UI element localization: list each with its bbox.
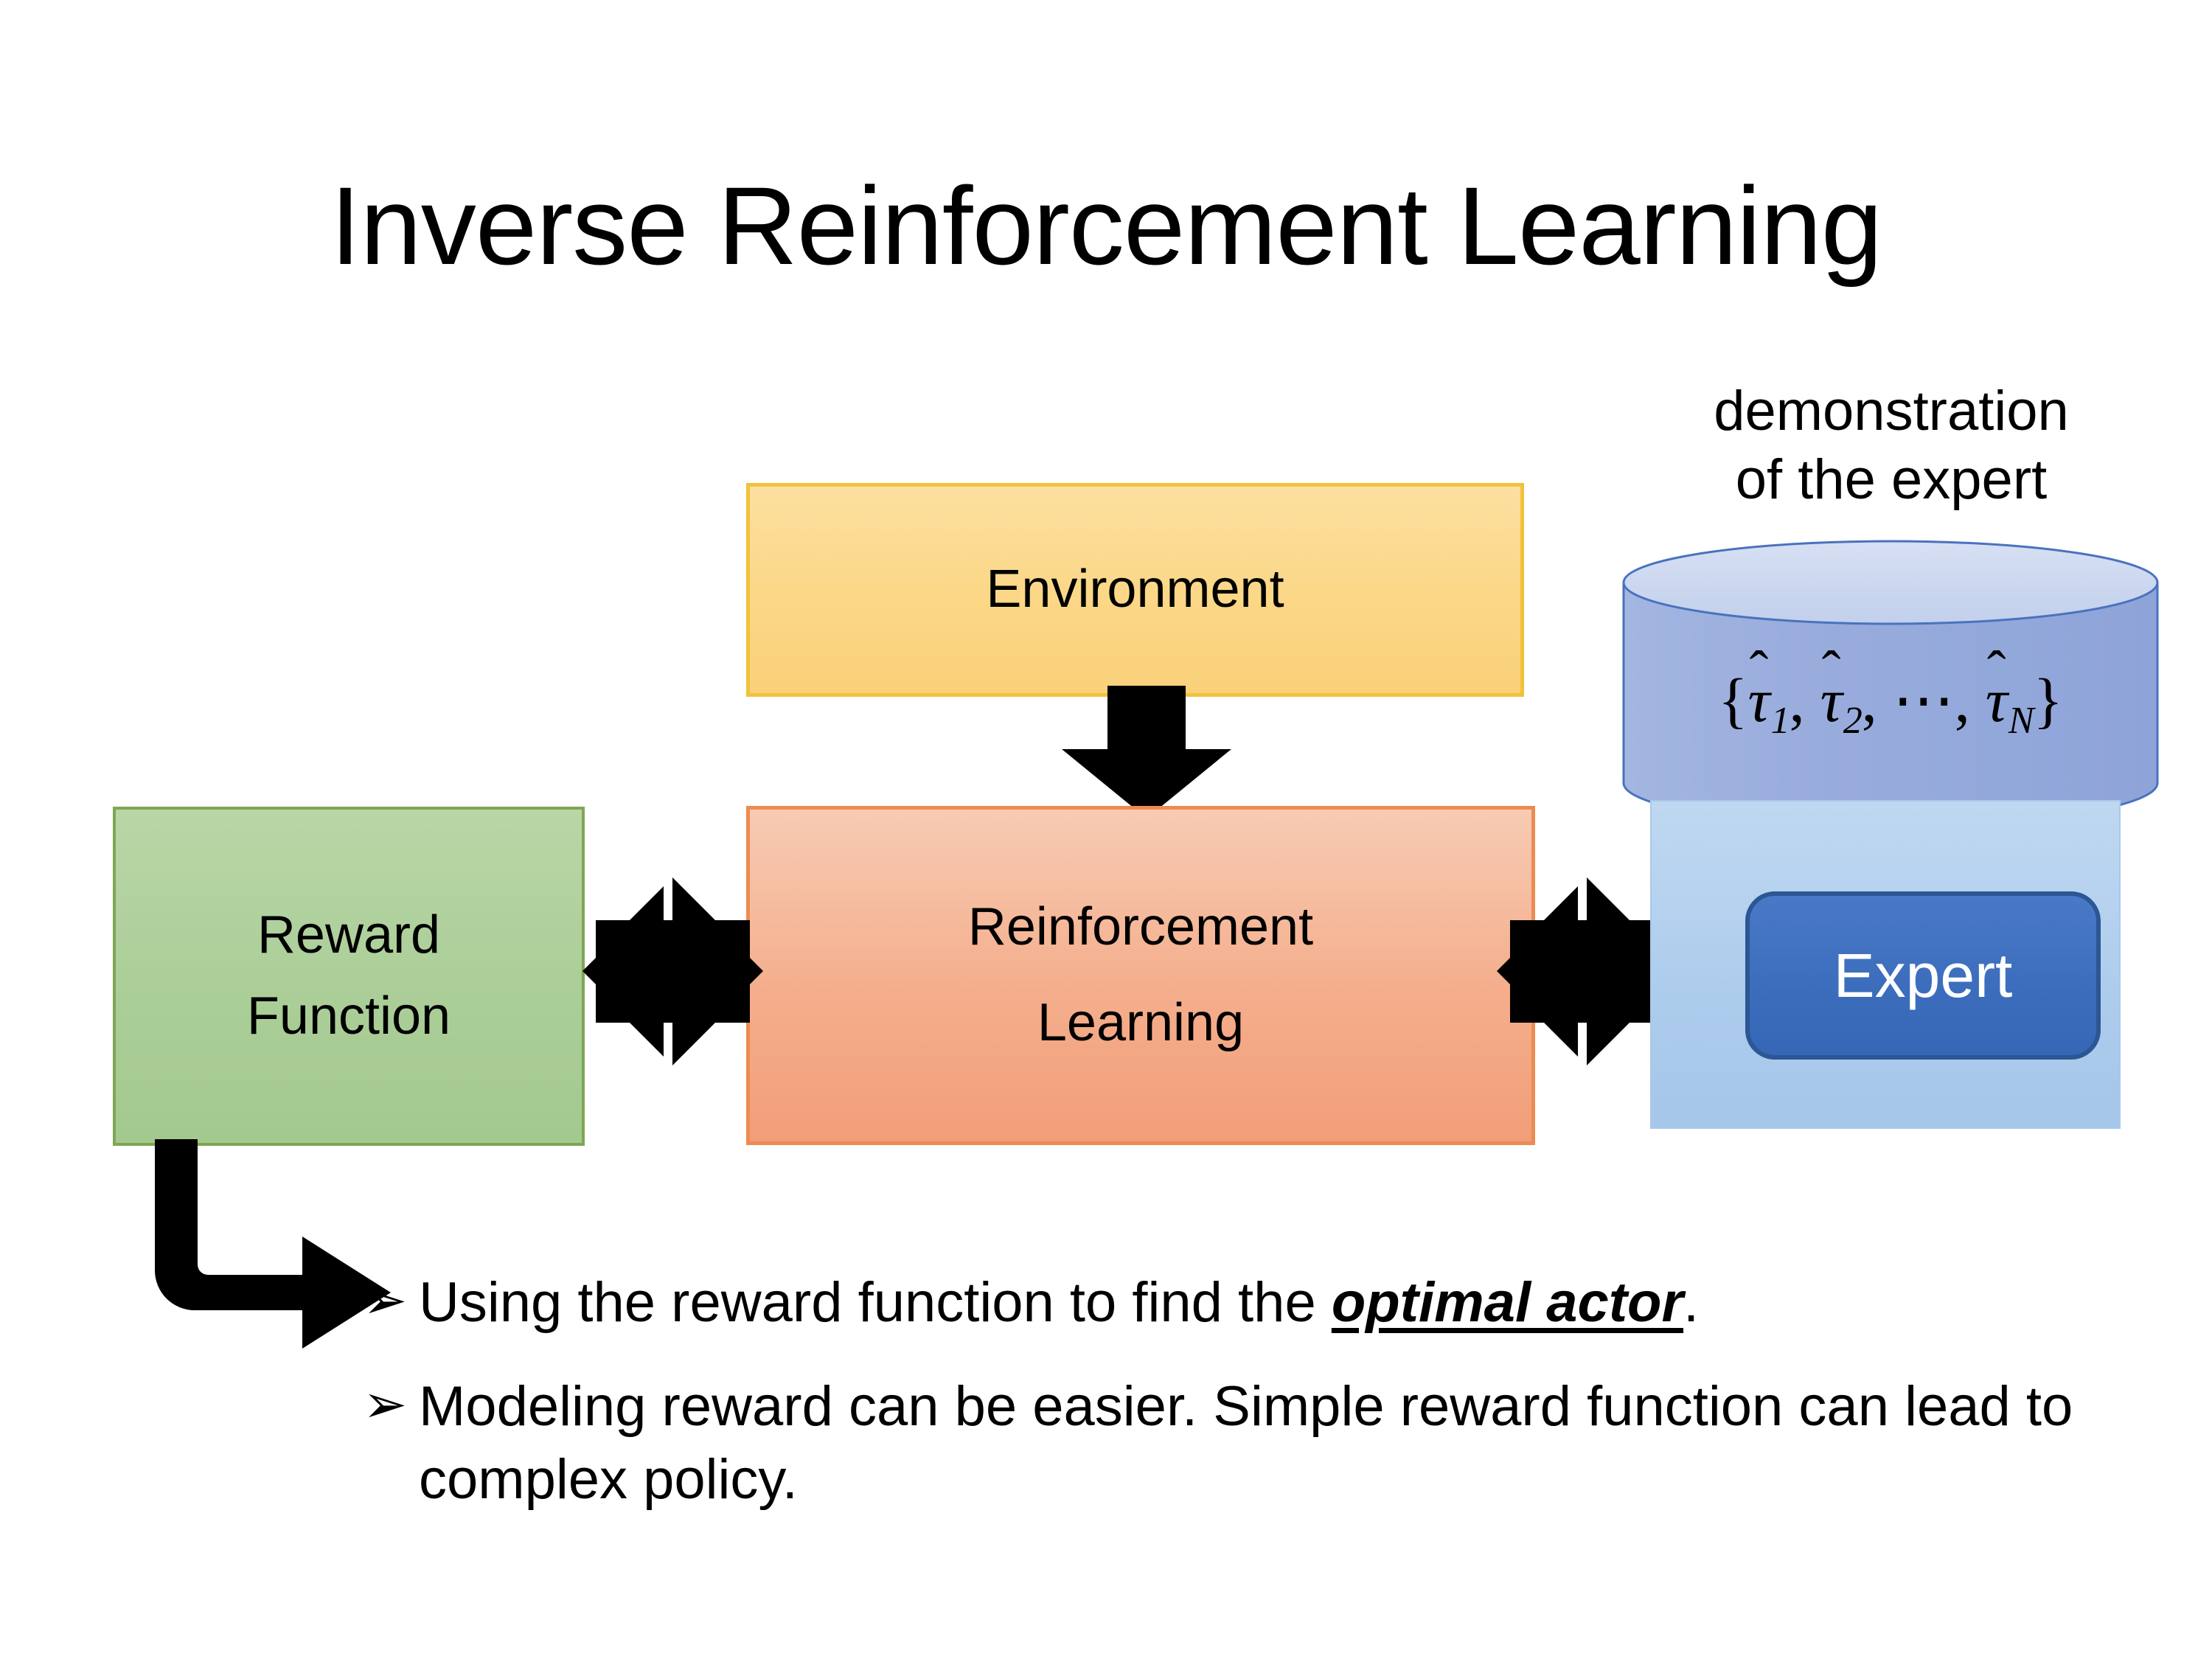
- bullet-text: Modeling reward can be easier. Simple re…: [419, 1374, 2073, 1511]
- elbow-arrow-icon: [155, 1139, 391, 1349]
- bullet-marker-icon: ➢: [363, 1374, 408, 1434]
- environment-box: Environment: [746, 483, 1524, 697]
- set-close-brace: }: [2033, 667, 2063, 735]
- comma-1: ,: [1789, 667, 1805, 735]
- tau-symbol-1: τ: [1747, 667, 1770, 735]
- reinforcement-learning-box: Reinforcement Learning: [746, 806, 1535, 1145]
- tau-subscript-n: N: [2008, 699, 2034, 742]
- rl-box-label-line1: Reinforcement: [967, 897, 1314, 957]
- demonstration-cylinder-contents: {̂τ1, ̂τ2, ⋯, ̂τN}: [1622, 664, 2159, 742]
- expert-button-label: Expert: [1833, 941, 2013, 1010]
- quad-arrow-icon: [1497, 877, 1677, 1065]
- demonstration-cylinder: [1622, 540, 2159, 826]
- expert-button[interactable]: Expert: [1745, 891, 2101, 1060]
- list-item: ➢ Using the reward function to find the …: [363, 1267, 2096, 1340]
- bullet-list: ➢ Using the reward function to find the …: [363, 1267, 2096, 1547]
- list-item: ➢ Modeling reward can be easier. Simple …: [363, 1371, 2096, 1517]
- demonstration-caption-line1: demonstration: [1714, 380, 2069, 442]
- demonstration-caption: demonstration of the expert: [1630, 378, 2153, 514]
- bullet-emphasis: optimal actor: [1331, 1271, 1684, 1334]
- tau-hat-2: ̂τ: [1820, 665, 1843, 737]
- rl-box-label-line2: Learning: [1037, 993, 1245, 1052]
- tau-symbol-2: τ: [1820, 667, 1843, 735]
- bullet-marker-icon: ➢: [363, 1271, 408, 1330]
- tau-subscript-2: 2: [1843, 699, 1863, 742]
- set-open-brace: {: [1718, 667, 1748, 735]
- comma-2: ,: [1861, 667, 1877, 735]
- tau-hat-1: ̂τ: [1747, 665, 1770, 737]
- tau-subscript-1: 1: [1770, 699, 1790, 742]
- demonstration-caption-line2: of the expert: [1735, 448, 2048, 511]
- ellipsis-symbol: ⋯: [1892, 667, 1955, 735]
- reward-function-box: Reward Function: [113, 807, 585, 1146]
- bullet-text-before: Using the reward function to find the: [419, 1271, 1332, 1334]
- comma-3: ,: [1954, 667, 1970, 735]
- bullet-text: Using the reward function to find the op…: [419, 1267, 2096, 1340]
- bullet-text-after: .: [1683, 1271, 1700, 1334]
- arrow-down-icon: [1062, 686, 1231, 818]
- reward-box-label-line1: Reward: [257, 905, 441, 965]
- tau-hat-n: ̂τ: [1986, 665, 2008, 737]
- environment-box-label: Environment: [986, 560, 1284, 619]
- page-title: Inverse Reinforcement Learning: [330, 164, 1883, 288]
- tau-symbol-n: τ: [1985, 667, 2008, 735]
- reward-box-label-line2: Function: [246, 987, 451, 1046]
- quad-arrow-icon: [582, 877, 763, 1065]
